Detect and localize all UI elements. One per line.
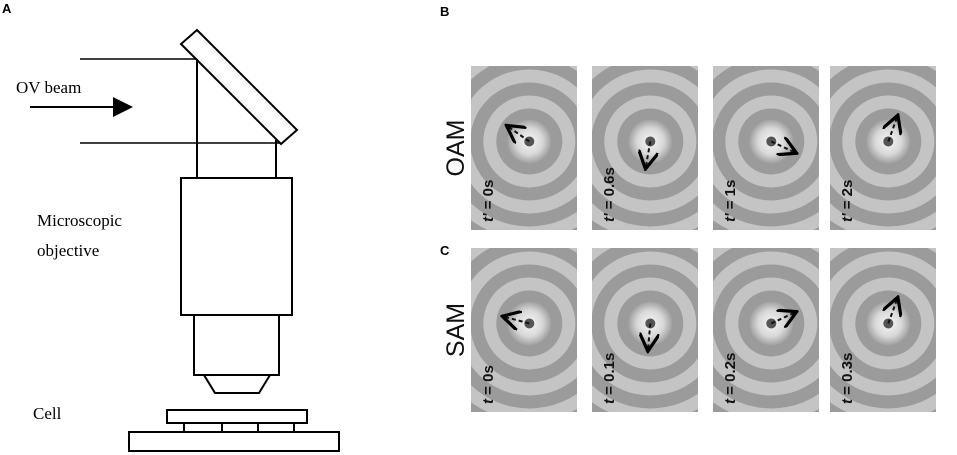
- cell-label: Cell: [33, 404, 62, 423]
- frame-sam-3: t = 0.2s: [713, 248, 819, 412]
- rotation-direction-arrow: [888, 117, 897, 142]
- time-value: 0s: [480, 365, 497, 382]
- interference-rings: [830, 248, 936, 412]
- objective-lower-barrel: [193, 314, 280, 376]
- frame-sam-4: t = 0.3s: [830, 248, 936, 412]
- panel-letter-a: A: [2, 1, 12, 16]
- microscope-stage: [128, 431, 340, 452]
- time-equals: =: [722, 382, 739, 399]
- dichroic-mirror: [179, 28, 299, 146]
- rotation-direction-arrow: [888, 299, 897, 324]
- time-label: t = 0.2s: [722, 353, 739, 404]
- time-variable: t': [601, 213, 618, 222]
- time-variable: t: [601, 398, 618, 404]
- time-variable: t': [480, 213, 497, 222]
- frame-sam-1: t = 0s: [471, 248, 577, 412]
- time-equals: =: [722, 196, 739, 213]
- objective-label-line2: objective: [37, 241, 99, 260]
- frame-oam-1: t' = 0s: [471, 66, 577, 230]
- panel-a: A OV beam Microscopic objective Cell: [2, 1, 340, 452]
- rotation-direction-arrow: [648, 323, 650, 349]
- rotation-direction-arrow: [770, 141, 795, 152]
- time-value: 0.2s: [722, 353, 739, 382]
- panel-letter-c: C: [440, 243, 450, 258]
- panel-letter-b: B: [440, 4, 449, 19]
- frame-sam-2: t = 0.1s: [592, 248, 698, 412]
- time-variable: t: [839, 398, 856, 404]
- objective-tip: [202, 374, 272, 394]
- time-equals: =: [601, 196, 618, 213]
- interference-rings: [592, 248, 698, 412]
- time-value: 0s: [480, 180, 497, 197]
- cell-slide: [166, 409, 308, 424]
- interference-rings: [471, 66, 577, 230]
- row-label-oam: OAM: [442, 120, 470, 177]
- row-label-sam: SAM: [442, 303, 470, 357]
- time-label: t' = 0.6s: [601, 167, 618, 222]
- time-variable: t': [839, 213, 856, 222]
- beam-label: OV beam: [16, 78, 81, 97]
- time-variable: t': [722, 213, 739, 222]
- rotation-direction-arrow: [508, 127, 530, 142]
- microscopic-objective-body: [180, 177, 293, 316]
- time-equals: =: [839, 196, 856, 213]
- time-value: 1s: [722, 180, 739, 197]
- frame-oam-4: t' = 2s: [830, 66, 936, 230]
- frame-oam-2: t' = 0.6s: [592, 66, 698, 230]
- time-value: 0.6s: [601, 167, 618, 196]
- time-label: t' = 2s: [839, 180, 856, 222]
- interference-rings: [830, 66, 936, 230]
- time-variable: t: [722, 398, 739, 404]
- time-equals: =: [480, 382, 497, 399]
- time-value: 0.3s: [839, 353, 856, 382]
- rotation-direction-arrow: [504, 317, 530, 324]
- time-variable: t: [480, 398, 497, 404]
- rotation-direction-arrow: [646, 141, 651, 167]
- time-label: t' = 0s: [480, 180, 497, 222]
- time-value: 0.1s: [601, 353, 618, 382]
- time-equals: =: [601, 382, 618, 399]
- frame-oam-3: t' = 1s: [713, 66, 819, 230]
- rotation-direction-arrow: [770, 312, 795, 323]
- time-label: t = 0.3s: [839, 353, 856, 404]
- objective-label-line1: Microscopic: [37, 211, 122, 230]
- time-label: t = 0.1s: [601, 353, 618, 404]
- time-label: t = 0s: [480, 365, 497, 404]
- time-label: t' = 1s: [722, 180, 739, 222]
- time-equals: =: [839, 382, 856, 399]
- time-equals: =: [480, 196, 497, 213]
- time-value: 2s: [839, 180, 856, 197]
- interference-rings: [713, 66, 819, 230]
